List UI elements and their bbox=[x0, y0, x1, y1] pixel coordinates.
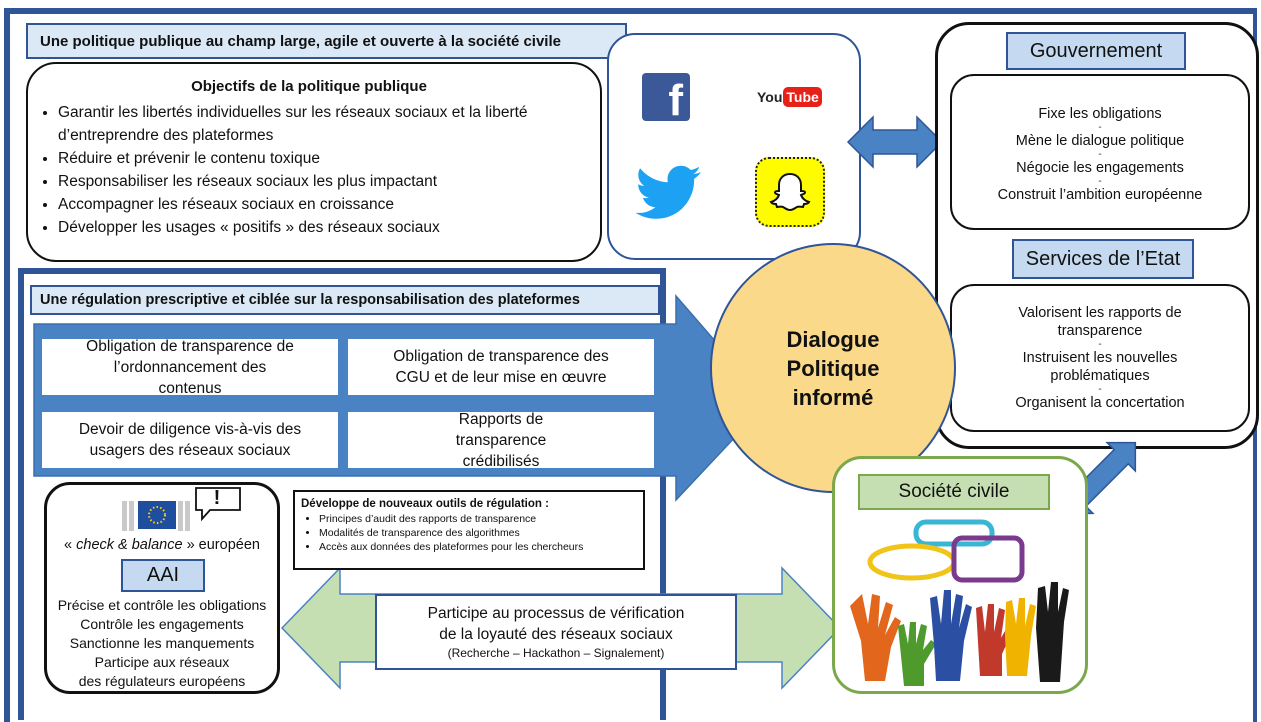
check-prefix: « bbox=[64, 537, 77, 553]
eu-commission-icon bbox=[122, 501, 190, 531]
government-item: Négocie les engagements bbox=[1016, 159, 1184, 176]
objectives-title: Objectifs de la politique publique bbox=[191, 78, 427, 95]
speech-bubble-shape bbox=[195, 487, 241, 522]
twitter-bird-shape bbox=[635, 165, 701, 219]
regulation-cell-reports: Rapports de transparence crédibilisés bbox=[346, 410, 656, 470]
facebook-letter: f bbox=[668, 76, 683, 125]
eu-flag bbox=[138, 501, 176, 529]
government-item: Mène le dialogue politique bbox=[1015, 132, 1185, 149]
hand-green bbox=[898, 622, 936, 686]
verification-box: Participe au processus de vérification d… bbox=[375, 594, 737, 670]
aai-item: Participe aux réseaux bbox=[94, 654, 230, 670]
top-section-title: Une politique publique au champ large, a… bbox=[26, 23, 627, 59]
dialogue-line: Dialogue bbox=[786, 326, 880, 352]
eu-stars-ring bbox=[148, 506, 166, 524]
state-services-item: Organisent la concertation bbox=[1015, 395, 1185, 411]
tools-box: Développe de nouveaux outils de régulati… bbox=[293, 490, 645, 570]
snapchat-icon bbox=[755, 157, 825, 227]
facebook-icon: f bbox=[642, 73, 690, 125]
dialogue-line: informé bbox=[792, 384, 874, 410]
check-suffix: » européen bbox=[182, 537, 260, 553]
separator-dash: - bbox=[1098, 175, 1102, 187]
separator-dash: - bbox=[1098, 339, 1102, 350]
objective-item: Accompagner les réseaux sociaux en crois… bbox=[58, 193, 590, 216]
bubble-yellow bbox=[867, 543, 957, 581]
state-services-box: Valorisent les rapports de transparence … bbox=[950, 284, 1250, 432]
separator-dash: - bbox=[1098, 148, 1102, 160]
hand-black bbox=[1036, 582, 1069, 682]
tools-item: Principes d’audit des rapports de transp… bbox=[319, 512, 637, 526]
check-balance-label: « check & balance » européen bbox=[48, 537, 276, 553]
dialogue-line: Politique bbox=[786, 355, 880, 381]
government-item: Fixe les obligations bbox=[1038, 105, 1162, 122]
aai-item: des régulateurs européens bbox=[78, 673, 246, 689]
objective-item: Garantir les libertés individuelles sur … bbox=[58, 101, 590, 147]
youtube-tube: Tube bbox=[783, 87, 822, 107]
hand-blue bbox=[930, 590, 972, 681]
verification-subline: (Recherche – Hackathon – Signalement) bbox=[447, 646, 665, 660]
regulation-frame bbox=[18, 268, 666, 720]
aai-item: Précise et contrôle les obligations bbox=[57, 597, 267, 613]
verification-line: Participe au processus de vérification bbox=[427, 605, 685, 622]
verification-line: de la loyauté des réseaux sociaux bbox=[439, 626, 673, 643]
separator-dash: - bbox=[1098, 384, 1102, 395]
objectives-box: Objectifs de la politique publique Garan… bbox=[26, 62, 602, 262]
youtube-you: You bbox=[757, 89, 783, 105]
building-stripes bbox=[122, 501, 190, 531]
regulation-title: Une régulation prescriptive et ciblée su… bbox=[30, 285, 660, 315]
exclamation-mark: ! bbox=[213, 487, 221, 509]
dialogue-circle: Dialogue Politique informé bbox=[710, 243, 956, 493]
double-arrow-social-government bbox=[846, 115, 944, 169]
hand-red bbox=[976, 604, 1014, 676]
regulation-cell-ordering: Obligation de transparence de l’ordonnan… bbox=[40, 337, 340, 397]
aai-item: Contrôle les engagements bbox=[80, 616, 244, 632]
separator-dash: - bbox=[1098, 121, 1102, 133]
twitter-icon bbox=[635, 165, 701, 219]
government-title: Gouvernement bbox=[1006, 32, 1186, 70]
double-arrow-shape bbox=[846, 115, 944, 169]
aai-label: AAI bbox=[121, 559, 205, 592]
tools-list: Principes d’audit des rapports de transp… bbox=[301, 512, 637, 554]
objective-item: Réduire et prévenir le contenu toxique bbox=[58, 147, 590, 170]
tools-item: Modalités de transparence des algorithme… bbox=[319, 526, 637, 540]
check-italic: check & balance bbox=[76, 537, 183, 553]
government-box: Fixe les obligations - Mène le dialogue … bbox=[950, 74, 1250, 230]
aai-item: Sanctionne les manquements bbox=[69, 635, 255, 651]
tools-title: Développe de nouveaux outils de régulati… bbox=[301, 498, 549, 510]
objective-item: Développer les usages « positifs » des r… bbox=[58, 216, 590, 239]
hands-and-bubbles-illustration bbox=[850, 519, 1069, 686]
snapchat-ghost-shape bbox=[769, 172, 811, 212]
hand-orange bbox=[850, 594, 901, 681]
speech-bubble-icon bbox=[195, 487, 241, 522]
aai-list: Précise et contrôle les obligations Cont… bbox=[44, 596, 280, 691]
objective-item: Responsabiliser les réseaux sociaux les … bbox=[58, 170, 590, 193]
government-item: Construit l’ambition européenne bbox=[997, 186, 1203, 203]
regulation-cell-diligence: Devoir de diligence vis-à-vis des usager… bbox=[40, 410, 340, 470]
raised-hands-group bbox=[850, 582, 1069, 686]
objectives-list: Garantir les libertés individuelles sur … bbox=[28, 101, 590, 239]
regulation-cell-cgu: Obligation de transparence des CGU et de… bbox=[346, 337, 656, 397]
hand-yellow bbox=[1005, 598, 1036, 676]
tools-item: Accès aux données des plateformes pour l… bbox=[319, 540, 637, 554]
state-services-item: Valorisent les rapports de transparence bbox=[1018, 305, 1182, 339]
state-services-title: Services de l’Etat bbox=[1012, 239, 1194, 279]
bubble-purple bbox=[951, 535, 1025, 583]
civil-society-title: Société civile bbox=[858, 474, 1050, 510]
speech-bubbles-group bbox=[867, 519, 1025, 583]
state-services-item: Instruisent les nouvelles problématiques bbox=[1022, 350, 1178, 384]
